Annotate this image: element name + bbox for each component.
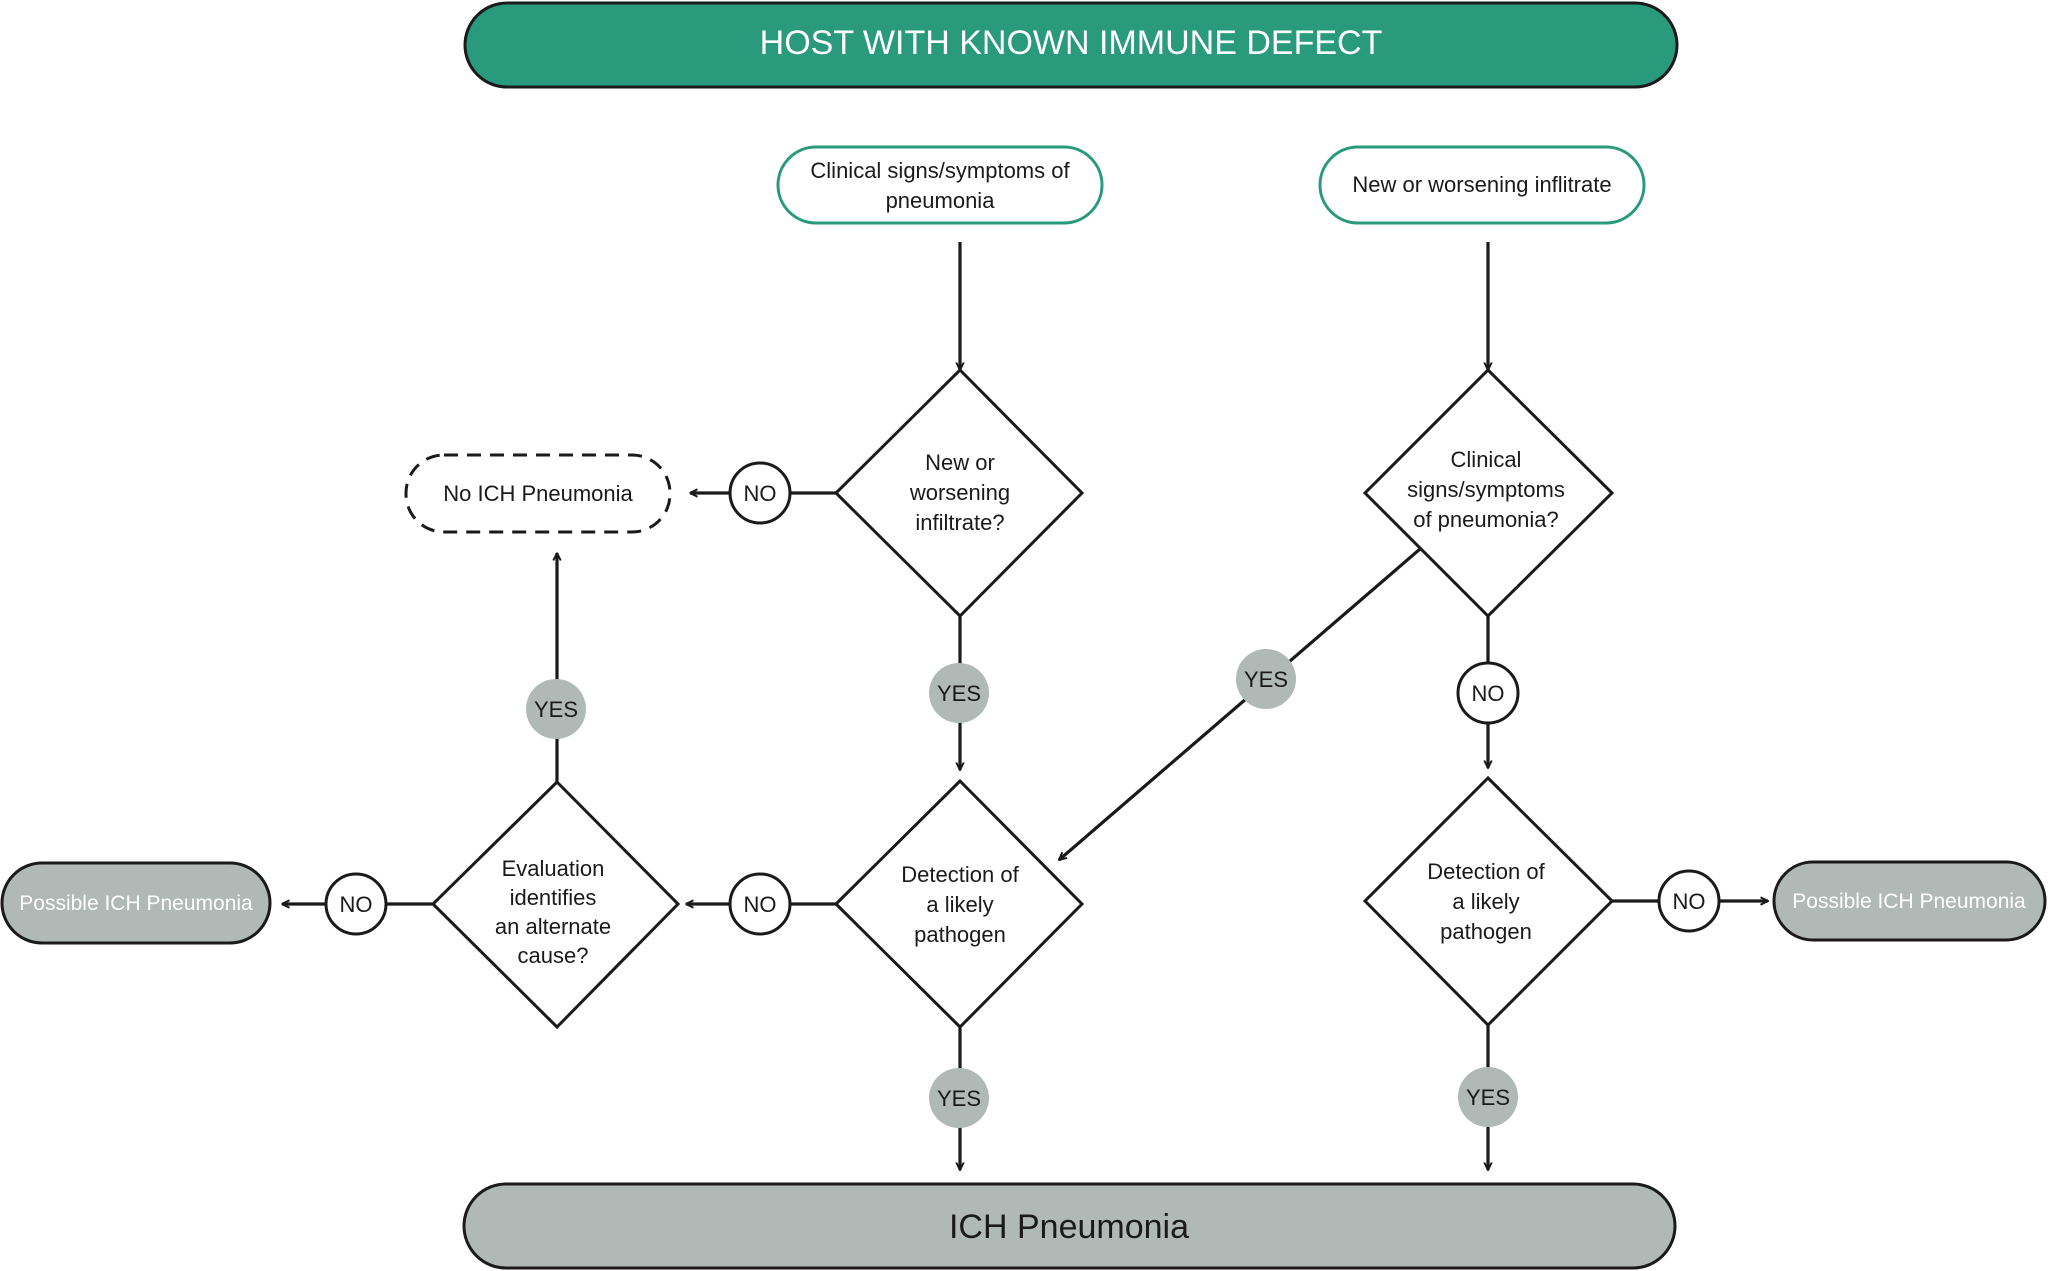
decision-new-infiltrate-line2: worsening	[909, 480, 1010, 505]
decision-evaluation-line2: identifies	[510, 885, 597, 910]
start-node-clinical-signs-line2: pneumonia	[886, 188, 996, 213]
decision-detection-left-line1: Detection of	[901, 862, 1019, 887]
decision-clinical-signs-line2: signs/symptoms	[1407, 477, 1565, 502]
decision-detection-left-line3: pathogen	[914, 922, 1006, 947]
badge-yes-evaluation: YES	[526, 679, 586, 739]
outcome-possible-ich-left	[0, 861, 272, 945]
badge-no-clinical: NO	[1456, 661, 1520, 725]
outcome-ich-pneumonia-label: ICH Pneumonia	[949, 1208, 1189, 1246]
start-node-clinical-signs	[776, 145, 1104, 225]
svg-text:NO: NO	[1472, 681, 1505, 706]
start-node-new-infiltrate	[1318, 145, 1646, 225]
outcome-possible-ich-right	[1772, 860, 2047, 942]
decision-evaluation	[430, 779, 681, 1030]
decision-new-infiltrate	[833, 367, 1085, 619]
decision-evaluation-line4: cause?	[518, 943, 589, 968]
header-banner	[463, 1, 1679, 89]
badge-no-detection-left: NO	[728, 872, 792, 936]
svg-text:YES: YES	[937, 681, 981, 706]
decision-new-infiltrate-line1: New or	[925, 450, 995, 475]
badge-yes-infiltrate: YES	[929, 663, 989, 723]
start-node-clinical-signs-line1: Clinical signs/symptoms of	[810, 158, 1070, 183]
decision-new-infiltrate-line3: infiltrate?	[915, 510, 1004, 535]
header-title: HOST WITH KNOWN IMMUNE DEFECT	[760, 24, 1383, 62]
decision-detection-left	[833, 778, 1085, 1030]
decision-clinical-signs-line3: of pneumonia?	[1413, 507, 1559, 532]
svg-text:NO: NO	[1673, 889, 1706, 914]
badge-no-evaluation: NO	[324, 872, 388, 936]
svg-text:YES: YES	[1244, 667, 1288, 692]
decision-detection-left-line2: a likely	[926, 892, 993, 917]
decision-evaluation-line3: an alternate	[495, 914, 611, 939]
svg-text:NO: NO	[340, 892, 373, 917]
decision-clinical-signs	[1362, 367, 1615, 619]
start-node-new-infiltrate-label: New or worsening inflitrate	[1352, 172, 1611, 197]
decision-clinical-signs-line1: Clinical	[1451, 447, 1522, 472]
edge-clinical-yes	[1059, 547, 1422, 860]
svg-text:NO: NO	[744, 892, 777, 917]
outcome-no-ich-pneumonia	[404, 453, 672, 534]
decision-detection-right-line1: Detection of	[1427, 859, 1545, 884]
badge-yes-detection-left: YES	[929, 1068, 989, 1128]
outcome-possible-ich-left-label: Possible ICH Pneumonia	[19, 892, 253, 915]
decision-detection-right	[1362, 775, 1615, 1028]
svg-text:YES: YES	[1466, 1085, 1510, 1110]
svg-text:YES: YES	[937, 1086, 981, 1111]
decision-evaluation-line1: Evaluation	[502, 856, 605, 881]
badge-yes-clinical: YES	[1236, 649, 1296, 709]
badge-yes-detection-right: YES	[1458, 1067, 1518, 1127]
badge-no-detection-right: NO	[1657, 869, 1721, 933]
outcome-no-ich-pneumonia-label: No ICH Pneumonia	[443, 481, 633, 506]
decision-detection-right-line3: pathogen	[1440, 919, 1532, 944]
decision-detection-right-line2: a likely	[1452, 889, 1519, 914]
badge-no-infiltrate: NO	[728, 461, 792, 525]
outcome-possible-ich-right-label: Possible ICH Pneumonia	[1792, 890, 2026, 913]
svg-text:NO: NO	[744, 481, 777, 506]
svg-text:YES: YES	[534, 697, 578, 722]
outcome-ich-pneumonia	[462, 1182, 1677, 1270]
